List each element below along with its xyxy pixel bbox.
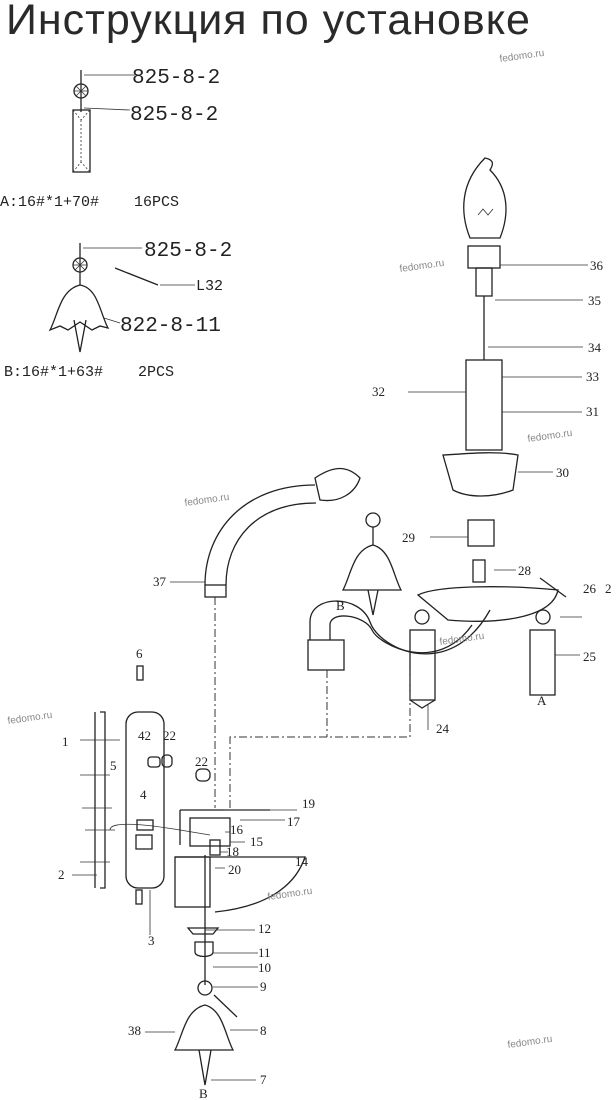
arm-drawing: [204, 467, 559, 709]
callout-35: 35: [588, 293, 601, 308]
page-title: Инструкция по установке: [6, 0, 531, 44]
pendant-a-drawing: [72, 70, 135, 173]
callout-12: 12: [258, 921, 271, 936]
callout-1: 1: [62, 734, 69, 749]
callout-36: 36: [590, 258, 604, 273]
callout-3: 3: [148, 933, 155, 948]
wall-plate-drawing: [80, 665, 306, 1086]
part-label: 825-8-2: [132, 67, 220, 90]
callout-15: 15: [250, 834, 263, 849]
callout-22: 22: [195, 754, 208, 769]
callout-b: B: [199, 1086, 208, 1100]
watermark: fedomo.ru: [499, 48, 545, 65]
watermark: fedomo.ru: [439, 631, 485, 648]
callout-31: 31: [586, 404, 599, 419]
watermark: fedomo.ru: [267, 886, 313, 903]
part-label: 825-8-2: [130, 104, 218, 127]
pendant-b-caption: B:16#*1+63#: [4, 364, 103, 381]
callout-20: 20: [228, 862, 241, 877]
callout-34: 34: [588, 340, 602, 355]
pendant-b-quantity: 2PCS: [138, 364, 174, 381]
callout-9: 9: [260, 979, 267, 994]
callout-7: 7: [260, 1072, 267, 1087]
callout-38: 38: [128, 1023, 141, 1038]
callout-2: 2: [58, 867, 65, 882]
callout-11: 11: [258, 945, 271, 960]
callout-8: 8: [260, 1023, 267, 1038]
callout-17: 17: [287, 814, 301, 829]
callout-42: 42: [138, 728, 151, 743]
callout-4: 4: [140, 787, 147, 802]
callout-26: 26: [583, 581, 597, 596]
pendant-b-drawing: [48, 243, 195, 353]
callout-5: 5: [110, 758, 117, 773]
callout-19: 19: [302, 796, 315, 811]
callout-b: B: [336, 598, 345, 613]
callout-25: 25: [583, 649, 596, 664]
watermark: fedomo.ru: [507, 1034, 553, 1051]
callout-a: A: [537, 693, 547, 708]
callout-33: 33: [586, 369, 599, 384]
callout-22: 22: [163, 728, 176, 743]
callout-10: 10: [258, 960, 271, 975]
watermark: fedomo.ru: [184, 492, 230, 509]
callout-29: 29: [402, 530, 415, 545]
part-label: 822-8-11: [120, 315, 221, 338]
callout-14: 14: [295, 854, 309, 869]
callout-24: 24: [436, 721, 450, 736]
part-label: L32: [196, 278, 223, 295]
callout-30: 30: [556, 465, 569, 480]
leader-lines: [72, 264, 588, 1081]
candle-assembly-drawing: [442, 157, 567, 598]
callout-18: 18: [226, 844, 239, 859]
callout-32: 32: [372, 384, 385, 399]
callout-28: 28: [518, 563, 531, 578]
pendant-a-quantity: 16PCS: [134, 194, 179, 211]
callout-27: 2: [605, 581, 612, 596]
part-label: 825-8-2: [144, 240, 232, 263]
callout-6: 6: [136, 646, 143, 661]
watermark: fedomo.ru: [7, 710, 53, 727]
watermark: fedomo.ru: [527, 428, 573, 445]
pendant-a-caption: A:16#*1+70#: [0, 194, 99, 211]
callout-37: 37: [153, 574, 167, 589]
callout-16: 16: [230, 822, 244, 837]
watermark: fedomo.ru: [399, 258, 445, 275]
